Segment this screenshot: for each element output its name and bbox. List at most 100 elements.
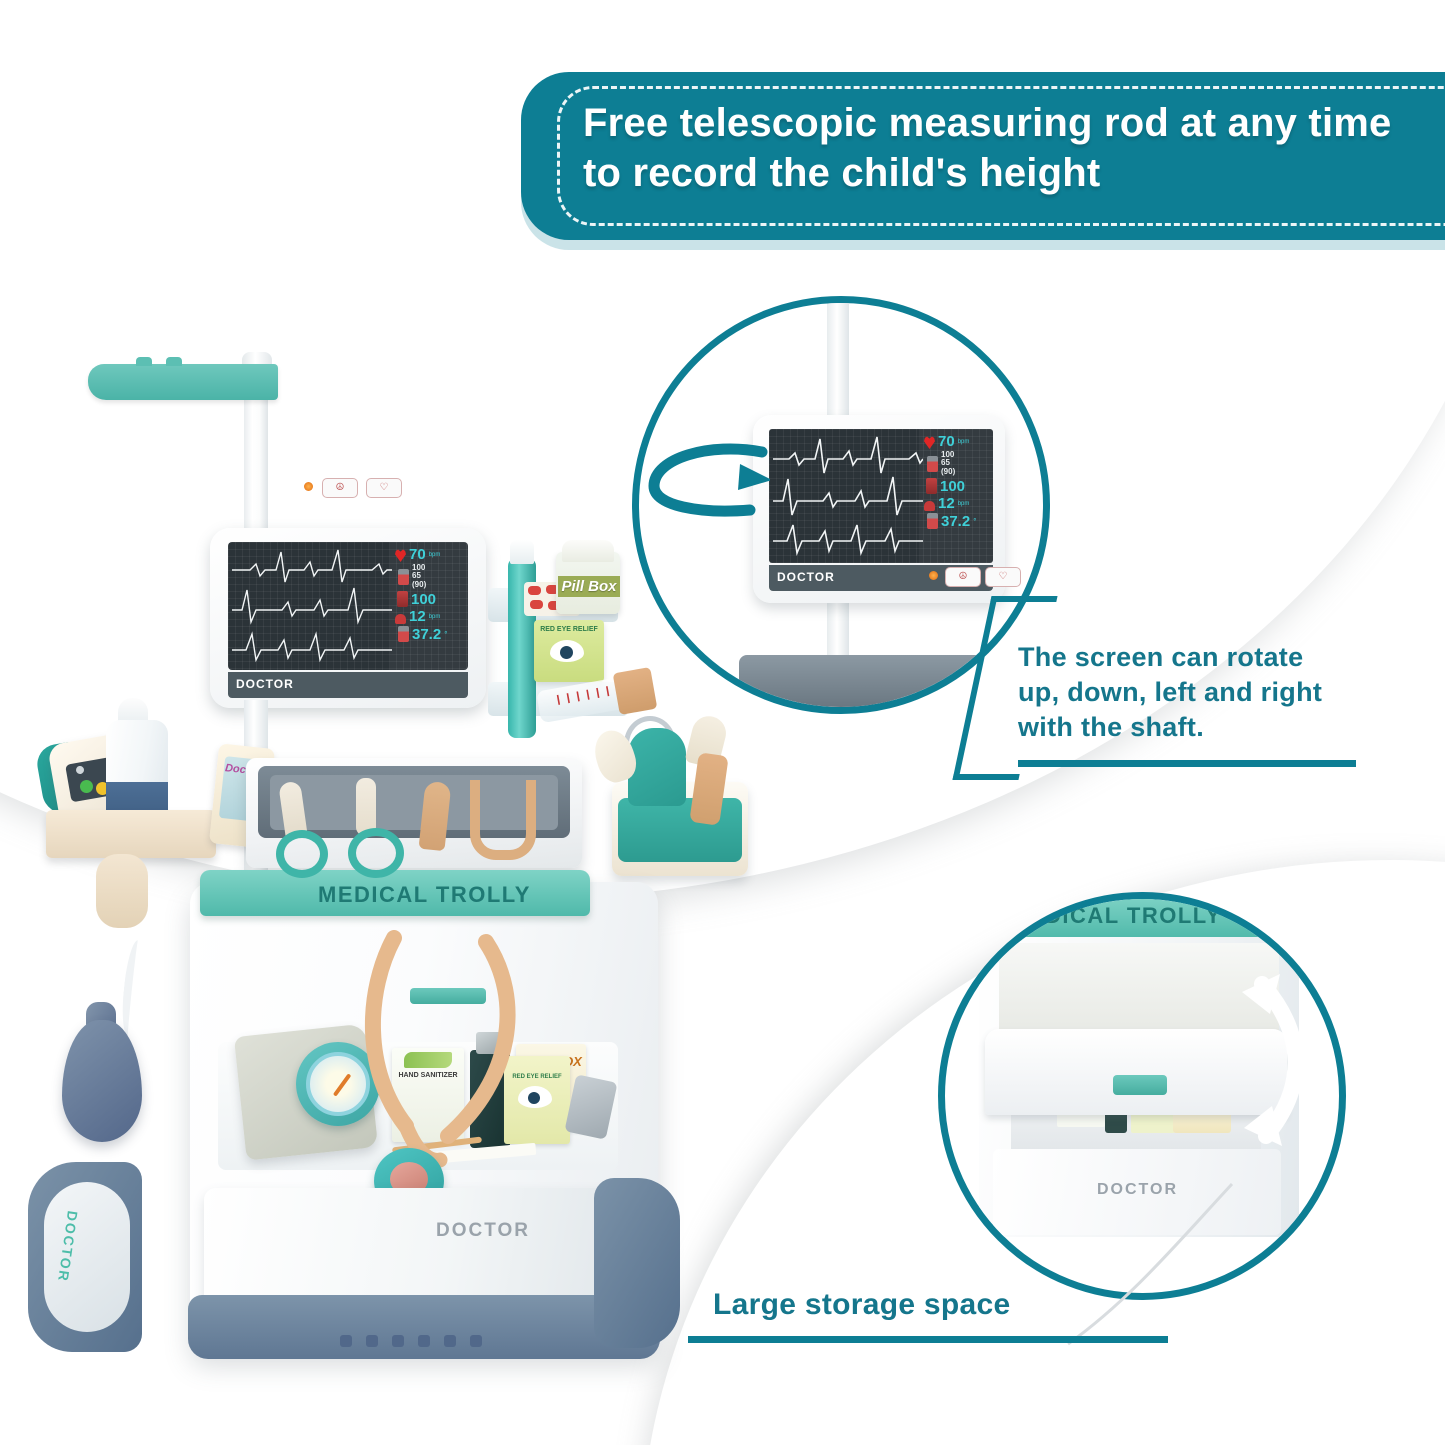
inset-tray xyxy=(739,655,1039,707)
inset-pulse-value: 70 xyxy=(938,433,955,450)
inset-bp-icon xyxy=(927,455,938,472)
red-eye-relief-label: RED EYE RELIEF xyxy=(540,626,598,633)
inset-reading-temp: 37.2 ° xyxy=(924,512,993,530)
syringe-markings xyxy=(556,686,610,705)
callout-screen-underline xyxy=(1018,760,1356,767)
inset-storage-handle[interactable] xyxy=(1113,1075,1167,1095)
inset-bp-diastolic: 65 xyxy=(941,458,950,468)
temp-unit: ° xyxy=(444,629,448,639)
inset-storage-name-label: MEDICAL TROLLY xyxy=(1009,903,1222,928)
bp-diastolic: 65 xyxy=(412,571,421,581)
trolley-base xyxy=(188,1295,660,1359)
wheel-right xyxy=(594,1178,680,1348)
inset-monitor-readings: 70 bpm 100 65 (90) 100 xyxy=(919,429,993,563)
inset-resp-value: 12 xyxy=(938,495,955,513)
inset-temp-unit: ° xyxy=(973,516,977,526)
inset-temp-value: 37.2 xyxy=(941,512,971,530)
pill-box-lid xyxy=(562,540,614,562)
thermometer-icon xyxy=(398,626,409,643)
callout-storage-text: Large storage space xyxy=(713,1288,1011,1321)
spo2-value: 100 xyxy=(411,590,437,608)
bp-icon xyxy=(398,568,409,585)
inset-spo2-icon xyxy=(926,478,937,495)
inset-screen-rotation: 70 bpm 100 65 (90) 100 xyxy=(632,296,1050,714)
product-medical-trolley: 70 bpm 100 65 (90) 100 xyxy=(18,330,748,1430)
bp-systolic: 100 xyxy=(412,563,426,572)
banner-text: Free telescopic measuring rod at any tim… xyxy=(583,98,1435,198)
inset-bp-mean: (90) xyxy=(941,466,956,476)
alarm-button[interactable]: ☮ xyxy=(322,478,358,498)
vital-signs-monitor: 70 bpm 100 65 (90) 100 xyxy=(210,528,486,708)
tweezers-tool xyxy=(470,780,536,860)
banner-line-1: Free telescopic measuring rod at any tim… xyxy=(583,101,1392,145)
drawer-brand-label: DOCTOR xyxy=(436,1220,530,1241)
ecg-grid xyxy=(228,542,468,670)
trolley-name-bar xyxy=(200,870,590,916)
callout-screen-rotate: The screen can rotate up, down, left and… xyxy=(1018,640,1368,745)
inset-ecg-button[interactable]: ♡ xyxy=(985,567,1021,587)
leaf-graphic-icon xyxy=(404,1052,452,1068)
bp-values: 100 65 (90) xyxy=(412,563,427,589)
bottom-drawer[interactable] xyxy=(204,1188,644,1316)
inset-monitor: 70 bpm 100 65 (90) 100 xyxy=(753,415,1021,603)
bp-gauge-face xyxy=(306,1052,370,1116)
resp-unit: bpm xyxy=(428,613,441,620)
inset-spo2-value: 100 xyxy=(940,477,966,495)
callout-screen-line-3: with the shaft. xyxy=(1018,712,1204,743)
pill-box-label: Pill Box xyxy=(558,576,620,597)
inset-reading-pulse: 70 bpm xyxy=(924,434,993,449)
left-shelf-support xyxy=(96,854,148,928)
monitor-bottom-bar: DOCTOR xyxy=(228,672,468,698)
scissors-handle xyxy=(348,828,404,878)
reading-temp: 37.2 ° xyxy=(395,625,468,643)
monitor-power-led xyxy=(304,482,313,491)
hand-sanitizer-box-label: HAND SANITIZER xyxy=(398,1072,458,1079)
reading-pulse: 70 bpm xyxy=(395,547,468,562)
inset-reading-bp: 100 65 (90) xyxy=(924,450,993,476)
inset-ecg-waveform xyxy=(773,436,923,556)
syringe-plunger xyxy=(612,667,658,715)
pulse-unit: bpm xyxy=(428,551,441,558)
header-banner: Free telescopic measuring rod at any tim… xyxy=(521,72,1445,240)
temp-value: 37.2 xyxy=(412,625,442,643)
inset-large-storage: MEDICAL TROLLY PILL BOX DOCTOR xyxy=(938,892,1346,1300)
inset-power-led xyxy=(929,571,938,580)
storage-leader-line xyxy=(1067,1182,1234,1346)
ecg-button[interactable]: ♡ xyxy=(366,478,402,498)
heart-icon xyxy=(395,549,406,562)
right-tray-insert xyxy=(618,798,742,862)
inset-pulse-unit: bpm xyxy=(957,438,970,445)
inset-storage-door[interactable] xyxy=(985,1029,1287,1115)
inset-heart-icon xyxy=(924,436,935,449)
inset-lungs-icon xyxy=(924,500,935,511)
reading-resp: 12 bpm xyxy=(395,609,468,624)
lungs-icon xyxy=(395,613,406,624)
inset-reading-spo2: 100 xyxy=(924,477,993,495)
bp-mean: (90) xyxy=(412,579,427,589)
base-vent-slots xyxy=(340,1335,490,1347)
inset-monitor-brand-label: DOCTOR xyxy=(777,570,835,584)
reading-bp: 100 65 (90) xyxy=(395,563,468,589)
inset-bp-systolic: 100 xyxy=(941,450,955,459)
eye-pupil-icon xyxy=(560,646,573,659)
inset-storage-drawer-label: DOCTOR xyxy=(1097,1181,1179,1198)
reading-spo2: 100 xyxy=(395,590,468,608)
rotation-arrow-icon xyxy=(648,443,770,517)
callout-screen-line-1: The screen can rotate xyxy=(1018,642,1304,672)
eye-relief-carton-label: RED EYE RELIEF xyxy=(512,1074,562,1080)
otoscope-tool xyxy=(628,728,686,806)
pulse-value: 70 xyxy=(409,546,426,563)
open-close-double-arrow-icon xyxy=(1242,974,1304,1146)
callout-storage-underline xyxy=(688,1336,1168,1343)
inset-reading-resp: 12 bpm xyxy=(924,496,993,511)
callout-large-storage: Large storage space xyxy=(713,1288,1011,1322)
stethoscope xyxy=(336,930,546,1180)
trolley-name-label: MEDICAL TROLLY xyxy=(318,882,531,907)
monitor-readings: 70 bpm 100 65 (90) 100 xyxy=(390,542,468,670)
drawer-handle[interactable] xyxy=(410,988,486,1004)
inset-alarm-button[interactable]: ☮ xyxy=(945,567,981,587)
bp-tube xyxy=(119,939,147,1037)
inset-storage-base xyxy=(993,1149,1281,1235)
wheel-left-hub xyxy=(44,1182,130,1332)
